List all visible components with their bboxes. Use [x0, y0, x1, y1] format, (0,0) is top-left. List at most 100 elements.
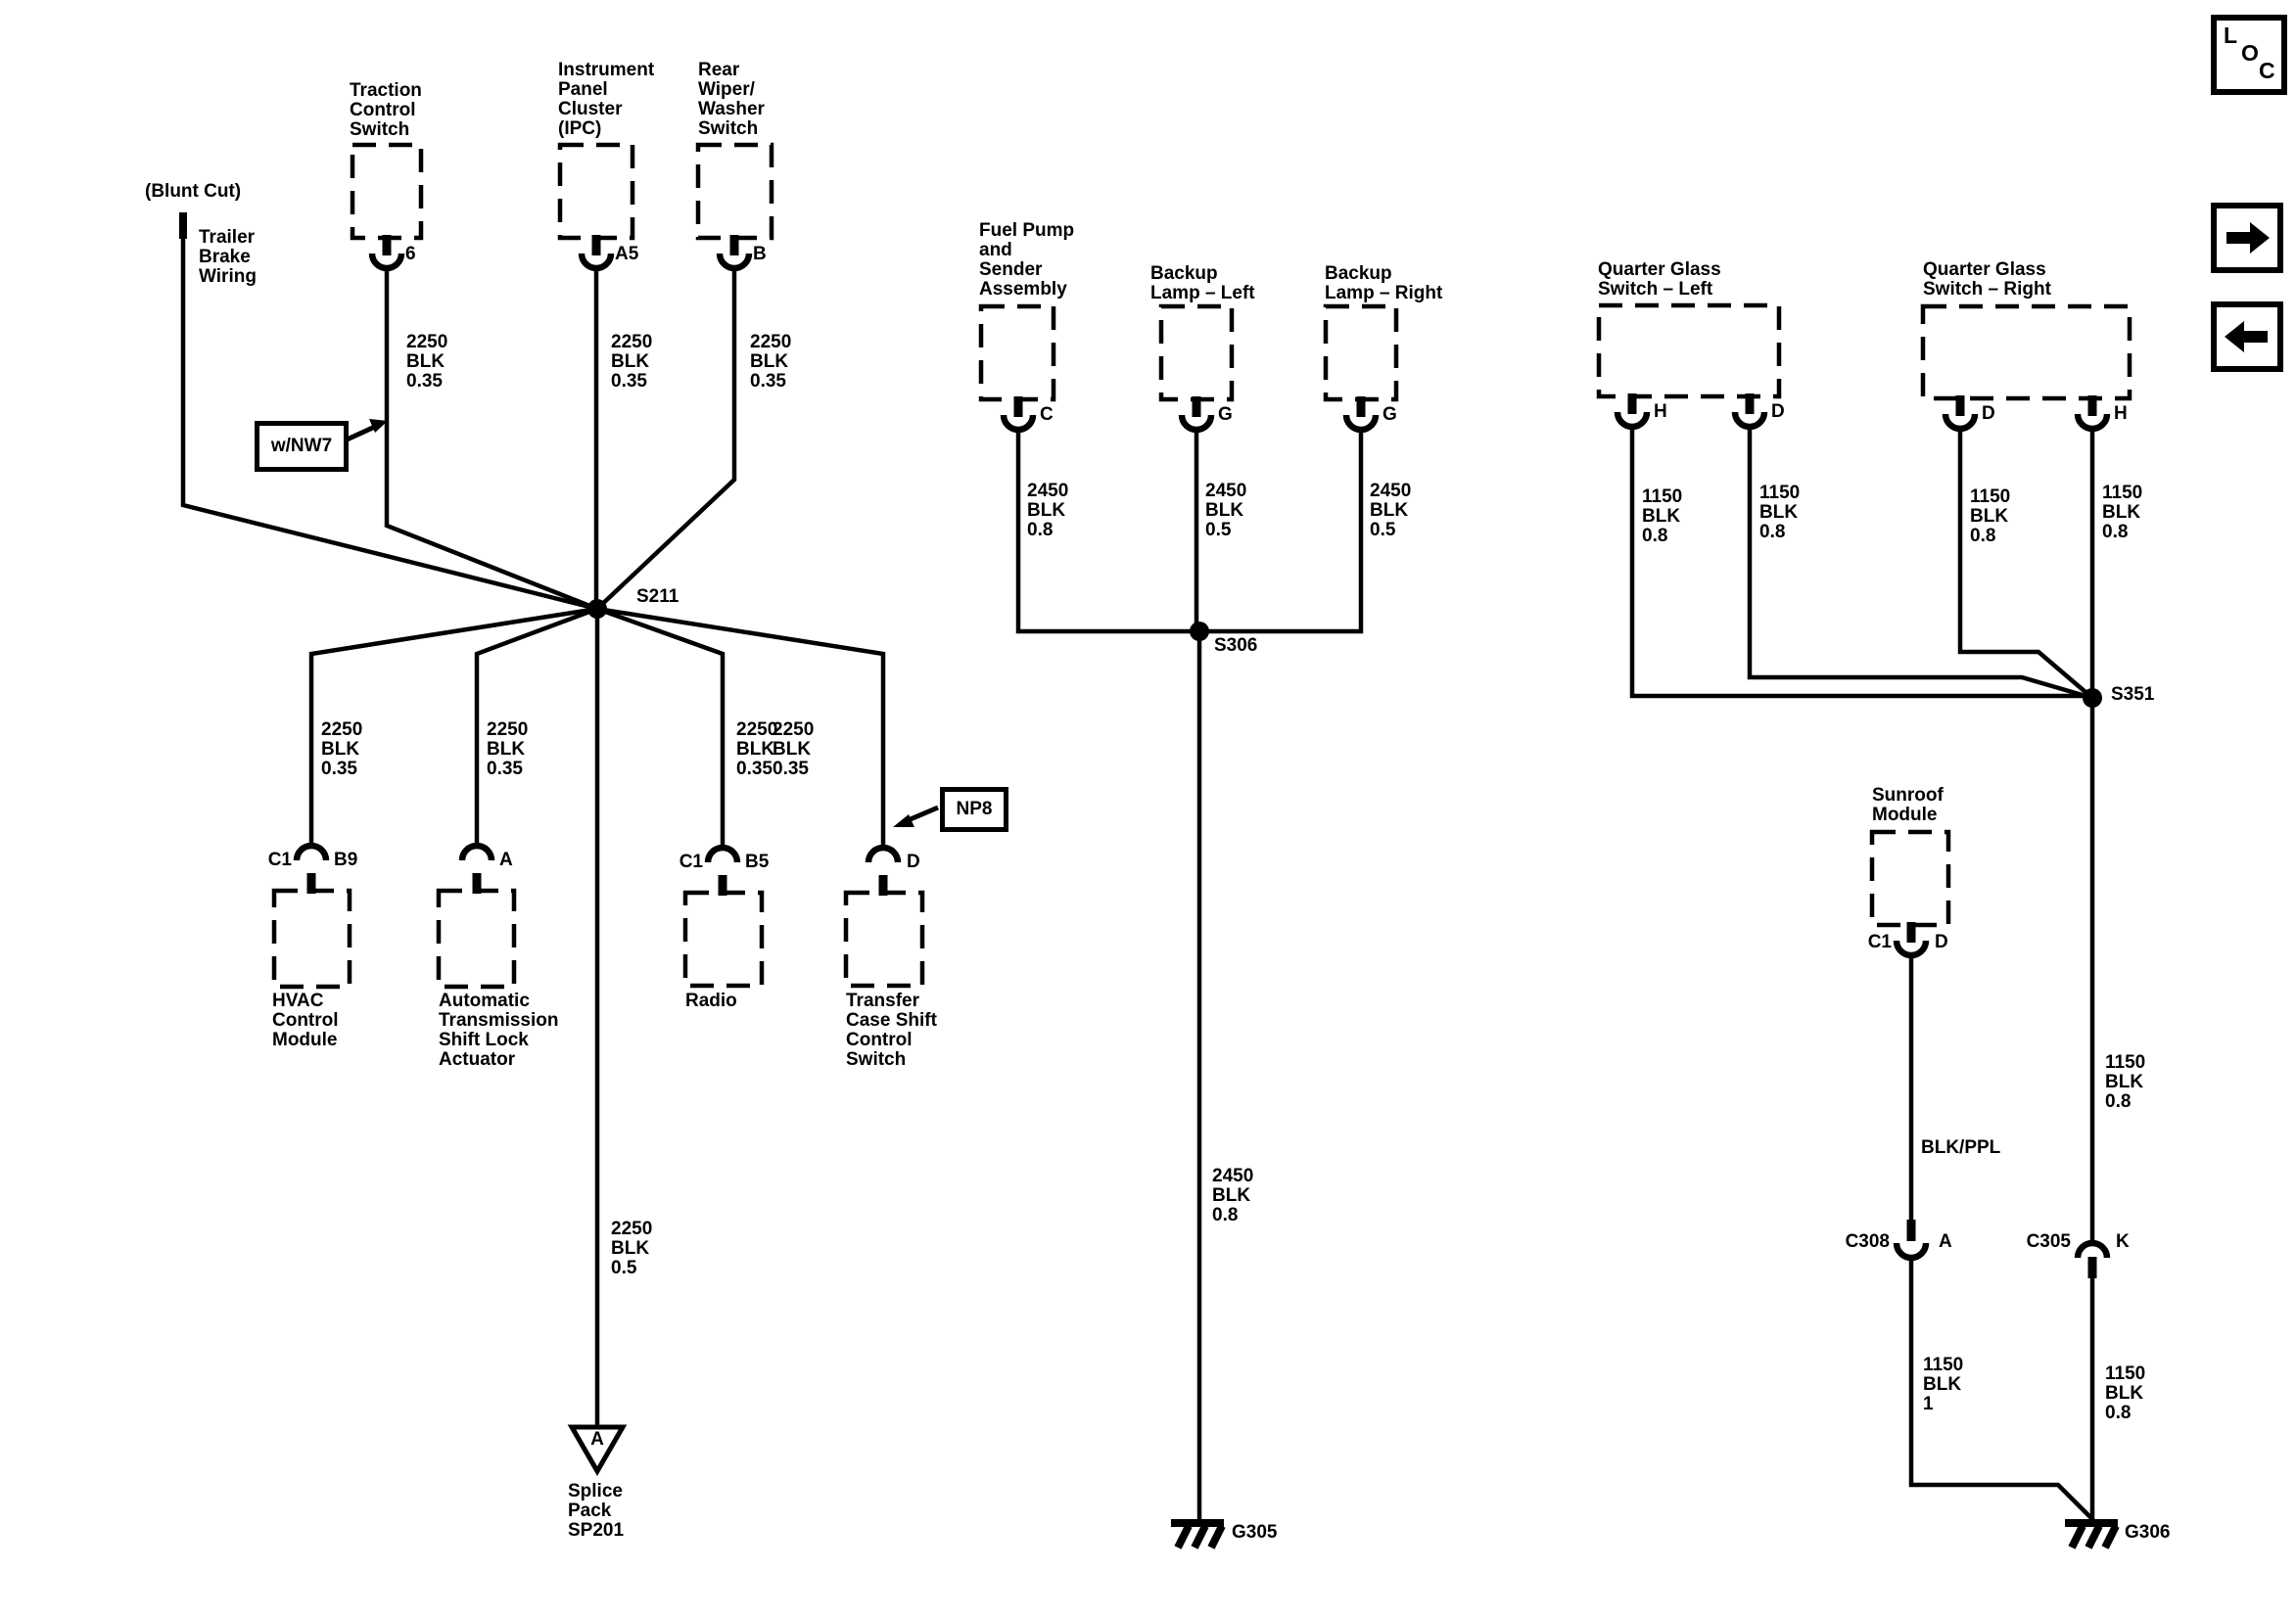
connector-symbols [293, 235, 2111, 1278]
fuel-wire-spec: 2450 BLK 0.8 [1027, 481, 1069, 540]
right-arrow-icon [2226, 222, 2270, 254]
fuel-name: Fuel Pump and Sender Assembly [979, 220, 1075, 300]
transfer-pin: D [907, 852, 920, 872]
ipc-name: Instrument Panel Cluster (IPC) [558, 60, 655, 139]
np8-note-box: NP8 [940, 787, 1008, 832]
s351-splice-dot [2083, 688, 2102, 708]
fuel-connector-icon [1000, 414, 1037, 434]
ipc-box [557, 142, 635, 241]
radio-name: Radio [685, 991, 737, 1011]
sunroof-wire-color: BLK/PPL [1921, 1137, 2001, 1158]
qgsr-h-connector-icon [2074, 413, 2111, 433]
s211-label: S211 [636, 586, 679, 607]
traction-box [350, 142, 424, 241]
trailer-brake-label: Trailer Brake Wiring [199, 227, 257, 287]
autotrans-pin: A [499, 850, 513, 870]
hvac-box [271, 888, 352, 990]
wire-autotrans [474, 606, 598, 846]
c305-pin: K [2116, 1231, 2130, 1252]
wire-sunroof-lower [1908, 1258, 2095, 1522]
transfer-wire-spec: 2250 BLK 0.35 [773, 719, 815, 779]
wire-qgsl-h [1629, 427, 2092, 699]
s211-splice-dot [587, 599, 607, 619]
s306-label: S306 [1214, 635, 1258, 656]
g306-wire-spec: 1150 BLK 0.8 [2105, 1363, 2146, 1423]
backup-left-box [1158, 303, 1235, 402]
autotrans-connector-icon [458, 842, 495, 861]
fuel-box [978, 303, 1056, 402]
sunroof-pin: D [1935, 932, 1948, 952]
wires [180, 238, 2095, 1522]
autotrans-wire-spec: 2250 BLK 0.35 [487, 719, 529, 779]
g305-label: G305 [1232, 1522, 1278, 1543]
splice-pack-label: Splice Pack SP201 [568, 1481, 625, 1541]
qgs-right-name: Quarter Glass Switch – Right [1923, 259, 2051, 300]
backup-left-wire-spec: 2450 BLK 0.5 [1205, 481, 1247, 540]
ipc-wire-spec: 2250 BLK 0.35 [611, 332, 653, 392]
np8-arrowhead-icon [893, 814, 914, 827]
traction-connector-icon [368, 253, 405, 272]
transfer-connector-icon [865, 844, 902, 863]
traction-wire-spec: 2250 BLK 0.35 [406, 332, 448, 392]
radio-box [682, 890, 765, 989]
g305-ground-icon [1171, 1519, 1226, 1549]
qgsr-d-wire-spec: 1150 BLK 0.8 [1970, 486, 2011, 546]
traction-name: Traction Control Switch [350, 80, 422, 140]
previous-page-button[interactable] [2211, 301, 2283, 372]
wire-traction [384, 268, 598, 612]
qgs-right-pin-h: H [2114, 403, 2128, 424]
radio-connector-icon [704, 844, 741, 863]
wiper-name: Rear Wiper/ Washer Switch [698, 60, 765, 139]
wiper-connector-icon [716, 253, 753, 272]
qgs-left-box [1596, 302, 1782, 399]
trunk-wire-spec: 2250 BLK 0.5 [611, 1219, 653, 1278]
qgsl-h-wire-spec: 1150 BLK 0.8 [1642, 486, 1683, 546]
next-page-button[interactable] [2211, 203, 2283, 273]
fuel-pin: C [1040, 404, 1054, 425]
splice-pack-symbol [567, 1424, 628, 1476]
nw7-arrowhead-icon [369, 419, 388, 433]
c308-pin: A [1939, 1231, 1952, 1252]
wire-fuel-pump [1015, 430, 1199, 634]
wire-qgsr-d [1957, 429, 2094, 700]
backup-right-name: Backup Lamp – Right [1325, 263, 1443, 303]
sunroof-box [1869, 829, 1951, 928]
qgsl-h-connector-icon [1614, 411, 1651, 431]
left-arrow-icon [2225, 321, 2268, 352]
loc-button[interactable]: L O C [2211, 15, 2287, 95]
hvac-conn-label: C1 [267, 850, 292, 870]
backup-left-connector-icon [1178, 414, 1215, 434]
g305-wire-spec: 2450 BLK 0.8 [1212, 1166, 1254, 1225]
c305-label: C305 [2026, 1231, 2071, 1252]
qgs-right-box [1920, 303, 2132, 401]
backup-left-pin: G [1218, 404, 1233, 425]
ipc-connector-icon [578, 253, 615, 272]
radio-pin: B5 [745, 852, 770, 872]
c308-label: C308 [1845, 1231, 1890, 1252]
splice-dots [587, 599, 2102, 708]
wire-hvac [308, 606, 598, 846]
qgs-left-pin-d: D [1771, 401, 1785, 422]
wiper-box [695, 142, 774, 241]
wire-radio [596, 606, 726, 846]
radio-wire-spec: 2250 BLK 0.35 [736, 719, 778, 779]
qgs-left-name: Quarter Glass Switch – Left [1598, 259, 1721, 300]
hvac-connector-icon [293, 842, 330, 861]
loc-letter-o: O [2241, 40, 2259, 66]
splice-pack-pin: A [590, 1429, 604, 1450]
backup-left-name: Backup Lamp – Left [1150, 263, 1255, 303]
s351-label: S351 [2111, 684, 2155, 705]
qgsr-d-connector-icon [1942, 413, 1979, 433]
hvac-pin: B9 [334, 850, 358, 870]
wiper-wire-spec: 2250 BLK 0.35 [750, 332, 792, 392]
wire-trailer-brake [180, 238, 598, 612]
hvac-name: HVAC Control Module [272, 991, 339, 1050]
qgs-right-pin-d: D [1982, 403, 1995, 424]
c308-connector-icon [1893, 1242, 1930, 1262]
blunt-cut-label: (Blunt Cut) [145, 181, 242, 202]
nw7-note-box: w/NW7 [255, 421, 349, 472]
nw7-note-text: w/NW7 [270, 436, 333, 456]
qgsl-d-wire-spec: 1150 BLK 0.8 [1759, 483, 1801, 542]
wire-backup-right [1199, 430, 1364, 634]
sunroof-lower-wire-spec: 1150 BLK 1 [1923, 1355, 1964, 1414]
